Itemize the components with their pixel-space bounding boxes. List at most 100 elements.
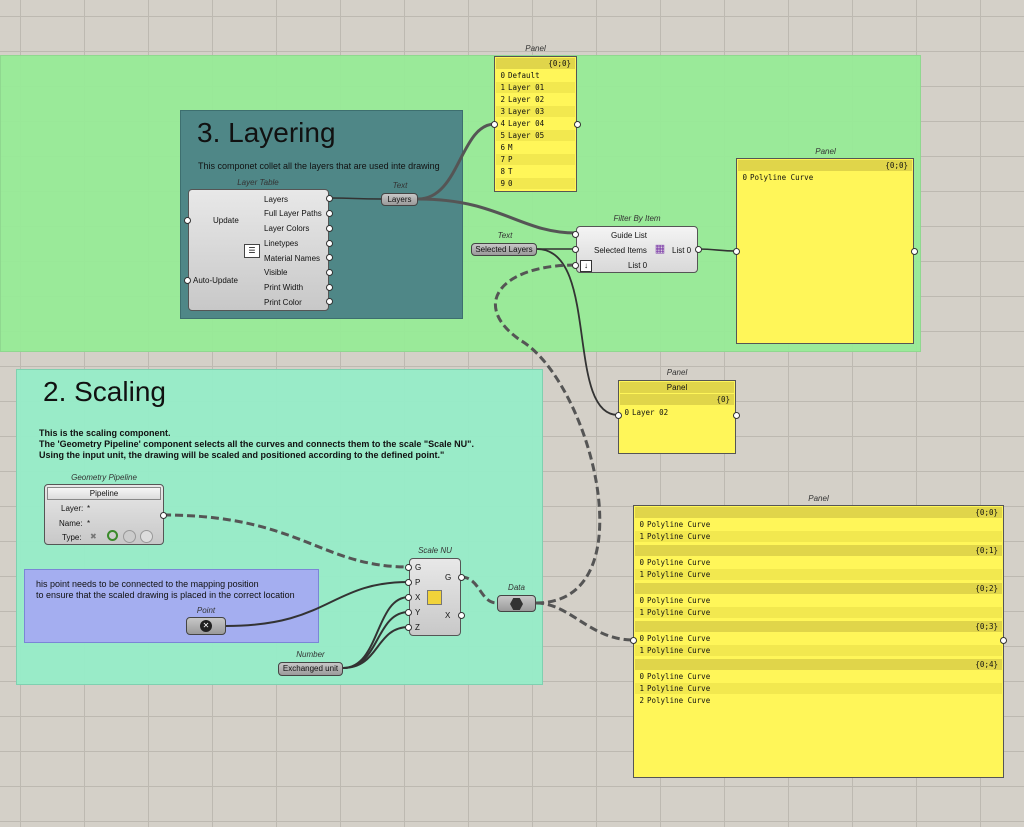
filter-grid-icon: ▦ bbox=[654, 243, 666, 255]
filter-caption: Filter By Item bbox=[613, 214, 661, 223]
scale-port-g[interactable] bbox=[405, 564, 412, 571]
point-caption: Point bbox=[196, 606, 216, 615]
curves-panel-output-port[interactable] bbox=[1000, 637, 1007, 644]
curves-panel-caption: Panel bbox=[808, 494, 829, 503]
mesh-type-icon[interactable] bbox=[140, 530, 153, 543]
row-index: 9 bbox=[500, 179, 505, 188]
scale-icon bbox=[427, 590, 442, 605]
row-index: 4 bbox=[500, 119, 505, 128]
curves-panel-input-port[interactable] bbox=[630, 637, 637, 644]
scale-port-y[interactable] bbox=[405, 609, 412, 616]
filter-by-item-component[interactable]: Guide List Selected Items List 0 ▦ List … bbox=[576, 226, 698, 273]
output-port-colors[interactable] bbox=[326, 225, 333, 232]
layers-panel-input-port[interactable] bbox=[491, 121, 498, 128]
point-note-group[interactable]: his point needs to be connected to the m… bbox=[24, 569, 319, 643]
output-port-list0[interactable] bbox=[695, 246, 702, 253]
pipeline-field-layer-value[interactable]: * bbox=[87, 504, 91, 513]
pipeline-output-port[interactable] bbox=[160, 512, 167, 519]
layers-panel-output-port[interactable] bbox=[574, 121, 581, 128]
scale-output-x: X bbox=[445, 611, 451, 620]
layer-table-output-print-color: Print Color bbox=[264, 298, 302, 307]
row-value: Polyline Curve bbox=[647, 684, 711, 693]
branch-path: {0;1} bbox=[635, 545, 1002, 556]
pipeline-field-type-label: Type: bbox=[62, 533, 82, 542]
row-index: 0 bbox=[639, 672, 644, 681]
input-port-selected-items[interactable] bbox=[572, 246, 579, 253]
row-value: Layer 01 bbox=[508, 83, 545, 92]
output-port-full-paths[interactable] bbox=[326, 210, 333, 217]
geometry-pipeline-component[interactable]: Pipeline Layer: * Name: * Type: ✖ bbox=[44, 484, 164, 545]
point-param[interactable]: ✕ bbox=[186, 617, 226, 635]
row-index: 2 bbox=[639, 696, 644, 705]
scale-input-x: X bbox=[415, 593, 421, 602]
wire-filter-to-panel bbox=[697, 248, 737, 252]
row-index: 2 bbox=[500, 95, 505, 104]
filter-out-panel-input-port[interactable] bbox=[733, 248, 740, 255]
scale-out-port-g[interactable] bbox=[458, 574, 465, 581]
selected-panel-caption: Panel bbox=[666, 368, 688, 377]
wire-data-to-filter-list bbox=[493, 263, 602, 605]
text-selected-layers-param[interactable]: Selected Layers bbox=[471, 243, 537, 256]
output-port-materials[interactable] bbox=[326, 254, 333, 261]
text-layers-param[interactable]: Layers bbox=[381, 193, 418, 206]
wire-data-to-curves-panel bbox=[535, 601, 634, 642]
layer-table-output-print-width: Print Width bbox=[264, 283, 304, 292]
expand-icon[interactable]: ↓ bbox=[580, 260, 592, 272]
branch-path: {0;0} bbox=[635, 507, 1002, 518]
output-port-layers[interactable] bbox=[326, 195, 333, 202]
curve-type-icon[interactable] bbox=[107, 530, 118, 541]
row-value: Polyline Curve bbox=[647, 634, 711, 643]
output-port-linetypes[interactable] bbox=[326, 240, 333, 247]
filter-out-panel-output-port[interactable] bbox=[911, 248, 918, 255]
pipeline-field-name-value[interactable]: * bbox=[87, 519, 91, 528]
number-exchanged-unit-param[interactable]: Exchanged unit bbox=[278, 662, 343, 676]
surface-type-icon[interactable] bbox=[123, 530, 136, 543]
data-param[interactable] bbox=[497, 595, 536, 612]
input-port-auto-update[interactable] bbox=[184, 277, 191, 284]
filter-input-guide-list: Guide List bbox=[611, 231, 648, 240]
point-type-icon[interactable]: ✖ bbox=[90, 532, 97, 541]
selected-panel-output-port[interactable] bbox=[733, 412, 740, 419]
row-index: 1 bbox=[639, 532, 644, 541]
layer-table-component[interactable]: Update Auto-Update ☰ Layers Full Layer P… bbox=[188, 189, 329, 311]
row-index: 0 bbox=[639, 634, 644, 643]
scale-port-z[interactable] bbox=[405, 624, 412, 631]
scale-output-g: G bbox=[445, 573, 452, 582]
row-index: 5 bbox=[500, 131, 505, 140]
input-port-update[interactable] bbox=[184, 217, 191, 224]
selected-panel-header: Panel bbox=[620, 382, 734, 393]
point-icon: ✕ bbox=[200, 620, 212, 632]
row-index: 1 bbox=[500, 83, 505, 92]
wire-pipeline-to-scale bbox=[162, 513, 410, 569]
scale-out-port-x[interactable] bbox=[458, 612, 465, 619]
number-caption: Number bbox=[296, 650, 325, 659]
row-index: 1 bbox=[639, 646, 644, 655]
row-index: 0 bbox=[500, 71, 505, 80]
input-port-list0[interactable] bbox=[572, 262, 579, 269]
layer-table-output-linetypes: Linetypes bbox=[264, 239, 299, 248]
text-layers-caption: Text bbox=[392, 181, 408, 190]
row-value: Layer 02 bbox=[632, 408, 669, 417]
output-port-print-color[interactable] bbox=[326, 298, 333, 305]
layer-table-caption: Layer Table bbox=[237, 178, 279, 187]
scale-nu-component[interactable]: G P X Y Z G X bbox=[409, 558, 461, 636]
row-value: Polyline Curve bbox=[647, 570, 711, 579]
layers-panel-caption: Panel bbox=[525, 44, 546, 53]
output-port-print-width[interactable] bbox=[326, 284, 333, 291]
output-port-visible[interactable] bbox=[326, 269, 333, 276]
selected-panel-input-port[interactable] bbox=[615, 412, 622, 419]
row-value: P bbox=[508, 155, 513, 164]
input-port-guide-list[interactable] bbox=[572, 231, 579, 238]
row-value: Layer 03 bbox=[508, 107, 545, 116]
scale-port-x[interactable] bbox=[405, 594, 412, 601]
scale-port-p[interactable] bbox=[405, 579, 412, 586]
